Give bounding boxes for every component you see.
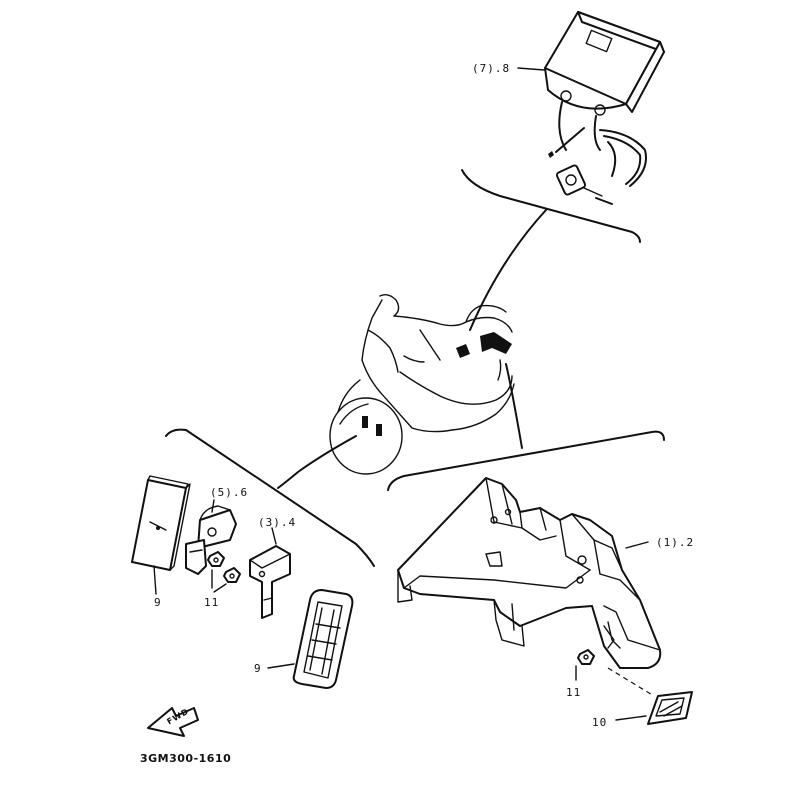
reflector-front-drawing — [292, 589, 354, 689]
fender-callout-leader — [625, 541, 649, 549]
callout-nut-left: 11 — [204, 596, 220, 609]
callout-reflector-left: 9 — [154, 596, 162, 609]
cdi-unit-drawing — [461, 11, 665, 331]
leader-rear-group — [505, 363, 523, 449]
callout-nut-right: 11 — [566, 686, 582, 699]
bracket-lower-drawing — [249, 545, 291, 619]
callout-clamp-upper: (5).6 — [210, 486, 249, 499]
rear-fender-drawing — [397, 477, 662, 669]
clamp-upper-drawing — [185, 505, 237, 575]
clamp-callout-leader — [211, 499, 215, 513]
motorcycle-outline — [329, 293, 515, 475]
callout-reflector-front: 9 — [254, 662, 262, 675]
rear-reflector-drawing — [615, 691, 693, 725]
callout-bracket-lower: (3).4 — [258, 516, 297, 529]
right-group-bracket — [387, 430, 665, 491]
callout-cdi-unit: (7).8 — [472, 62, 511, 75]
fwd-arrow — [147, 707, 199, 737]
bracket-callout-leader — [271, 527, 277, 545]
reflector-front-callout-leader — [267, 663, 295, 669]
leader-front-group — [277, 435, 357, 489]
reflector-left-drawing — [131, 475, 191, 571]
callout-rear-reflector: 10 — [592, 716, 608, 729]
nuts-left-drawing — [207, 551, 241, 593]
reflector-left-callout-leader — [153, 565, 157, 595]
callout-rear-fender: (1).2 — [656, 536, 695, 549]
left-group-bracket — [165, 428, 375, 567]
nut-right-drawing — [575, 649, 595, 681]
diagram-code: 3GM300-1610 — [140, 752, 232, 765]
rear-reflector-leader — [607, 667, 655, 697]
cdi-callout-leader — [517, 67, 545, 71]
